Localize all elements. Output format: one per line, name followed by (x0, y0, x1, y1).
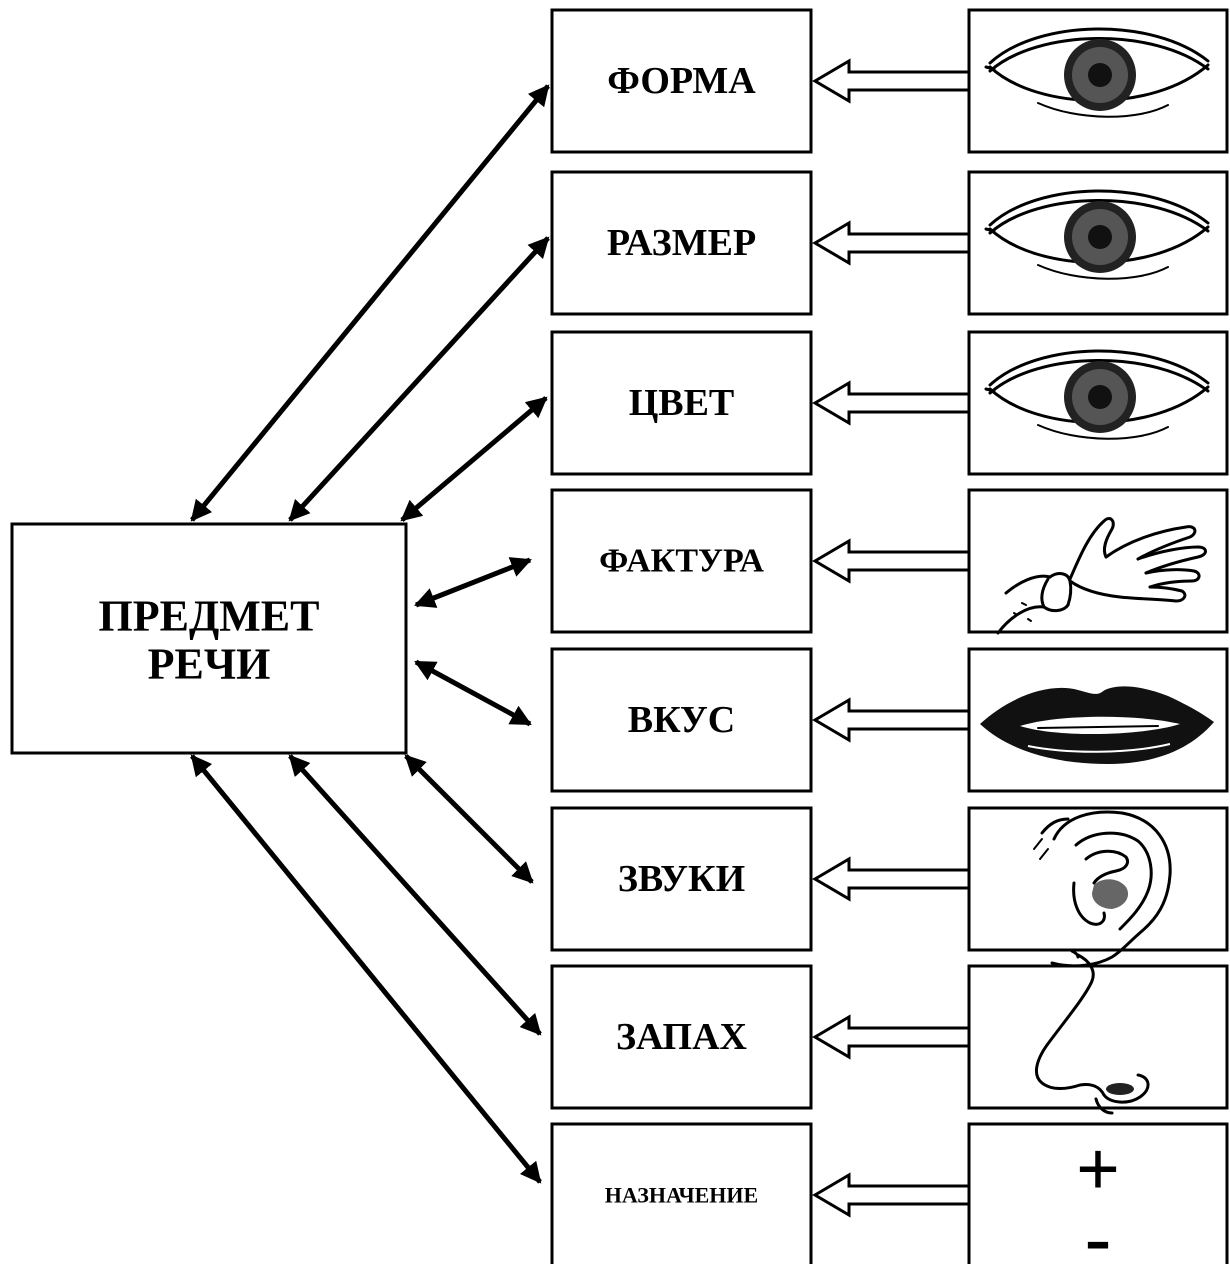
double-arrow-link (288, 236, 550, 522)
property-label-box (550, 488, 813, 634)
hollow-arrow (812, 58, 971, 104)
double-arrow-link (414, 659, 532, 727)
property-row-4: ФАКТУРА (550, 488, 1229, 635)
double-arrow-link (414, 557, 532, 608)
property-row-8: НАЗНАЧЕНИЕ (550, 1122, 1229, 1264)
property-label: ФОРМА (607, 60, 756, 102)
property-label: ФАКТУРА (599, 543, 764, 580)
property-label-box (550, 330, 813, 476)
property-label: ЗВУКИ (618, 858, 745, 900)
property-row-7: ЗАПАХ (550, 949, 1229, 1115)
hollow-arrow (812, 220, 971, 266)
property-label: ВКУС (628, 699, 735, 741)
hollow-arrow (812, 856, 971, 902)
subject-property-links (190, 84, 550, 1184)
subject-node: ПРЕДМЕТ РЕЧИ (10, 522, 408, 755)
property-row-3: ЦВЕТ (550, 330, 1229, 476)
hollow-arrow (812, 1172, 971, 1218)
sensor-icon-box (967, 488, 1229, 634)
subject-label-line-1: ПРЕДМЕТ (99, 592, 320, 641)
sensor-icon-box (967, 964, 1229, 1110)
hollow-arrow (812, 697, 971, 743)
property-rows: ФОРМА РАЗМЕР ЦВЕТ ФАКТУРА ВКУС ЗВУКИ ЗАПАХ НАЗН… (550, 8, 1229, 1264)
property-label-box (550, 8, 813, 154)
double-arrow-link (400, 396, 548, 522)
property-label-box (550, 647, 813, 793)
hollow-arrow (812, 538, 971, 584)
property-label-box (550, 170, 813, 316)
property-label-box (550, 806, 813, 952)
property-row-6: ЗВУКИ (550, 806, 1229, 968)
property-label: ЦВЕТ (629, 382, 735, 424)
hollow-arrow (812, 380, 971, 426)
subject-label-line-2: РЕЧИ (148, 640, 271, 689)
double-arrow-link (190, 754, 542, 1184)
double-arrow-link (190, 84, 550, 522)
double-arrow-link (288, 754, 542, 1036)
property-label-box (550, 1122, 813, 1264)
property-label: РАЗМЕР (607, 222, 756, 264)
property-row-2: РАЗМЕР (550, 170, 1229, 316)
property-label: ЗАПАХ (616, 1016, 747, 1058)
property-label: НАЗНАЧЕНИЕ (605, 1183, 758, 1208)
hollow-arrow (812, 1014, 971, 1060)
double-arrow-link (404, 754, 534, 884)
property-row-1: ФОРМА (550, 8, 1229, 154)
property-label-box (550, 964, 813, 1110)
property-row-5: ВКУС (550, 647, 1229, 793)
